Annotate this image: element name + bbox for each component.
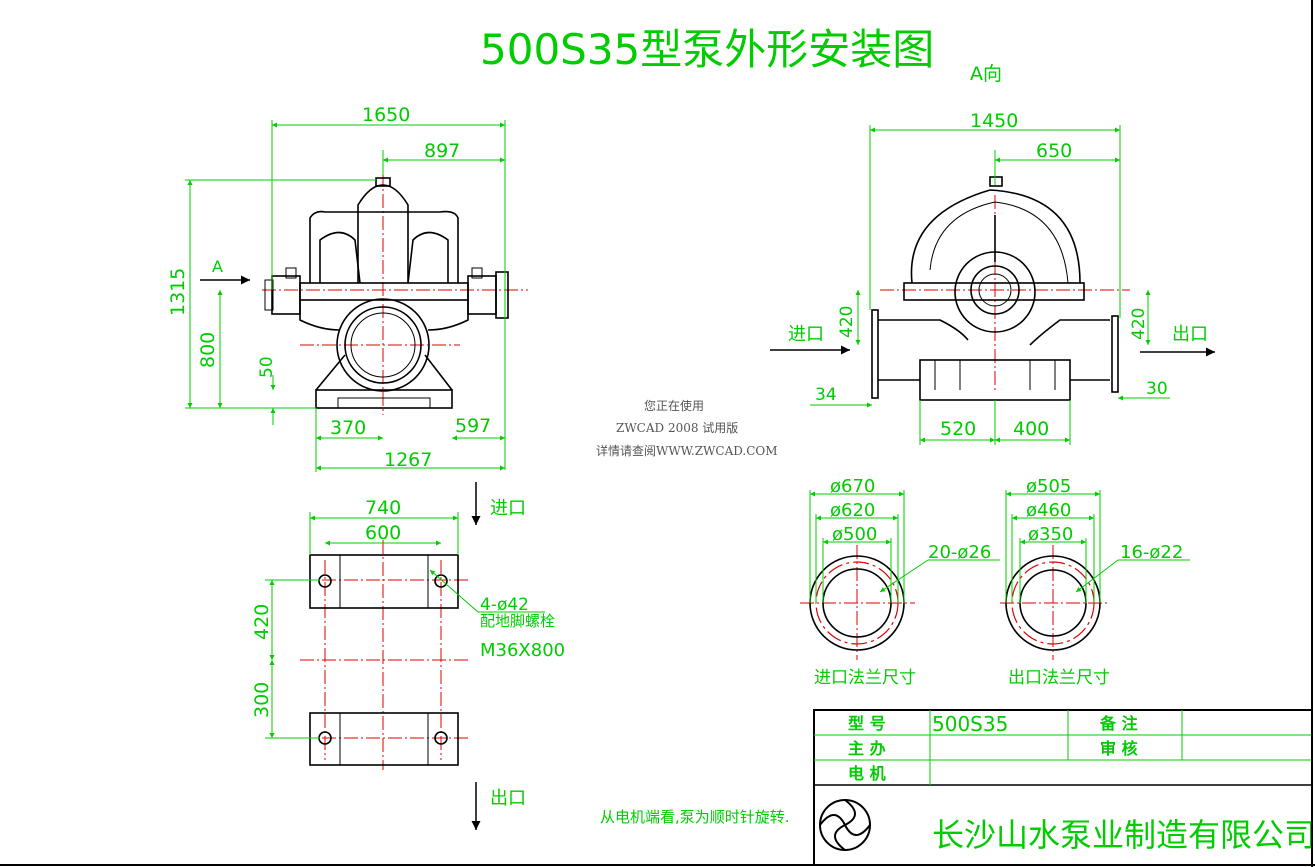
dim-420-foundation: 420 [251,604,273,640]
tb-company: 长沙山水泵业制造有限公司 [932,816,1315,854]
side-view-label: A向 [970,63,1002,85]
view-arrow-a: A [212,257,223,276]
foundation-outlet-label: 出口 [490,788,526,809]
tb-model-value: 500S35 [932,712,1008,736]
watermark: 您正在使用 ZWCAD 2008 试用版 详情请查阅WWW.ZWCAD.COM [596,398,778,458]
drawing-title: 500S35型泵外形安装图 [480,25,934,74]
watermark-line2: ZWCAD 2008 试用版 [616,420,738,435]
inlet-flange-caption: 进口法兰尺寸 [814,668,916,688]
side-inlet-label: 进口 [788,324,824,345]
bolt-note: 配地脚螺栓 [480,612,555,630]
foundation-inlet-label: 进口 [490,498,526,519]
dim-1267: 1267 [384,449,432,471]
dim-1650: 1650 [362,104,410,126]
watermark-line3: 详情请查阅WWW.ZWCAD.COM [596,443,778,458]
tb-remark-label: 备 注 [1099,714,1138,733]
inlet-flange: ø670 ø620 ø500 20-ø26 进口法兰尺寸 [800,476,1000,688]
side-view: A向 1450 650 420 420 [770,63,1215,445]
dim-1450: 1450 [970,110,1018,132]
dim-34: 34 [815,385,837,405]
dim-inlet-420: 420 [837,306,857,338]
side-outlet-label: 出口 [1172,324,1208,345]
outlet-flange-caption: 出口法兰尺寸 [1008,668,1110,688]
dim-1315: 1315 [167,268,189,316]
bolt-spec: M36X800 [480,640,565,661]
tb-host-label: 主 办 [848,739,886,758]
dim-897: 897 [424,140,460,162]
tb-motor-label: 电 机 [848,764,886,783]
foundation-plan: 740 600 420 300 4-ø42 配地脚螺栓 M36X800 进口 出… [251,482,565,830]
front-view: 1650 897 1315 800 50 370 597 1267 A [167,104,528,472]
outlet-holes: 16-ø22 [1120,542,1183,563]
dim-520: 520 [940,418,976,440]
outlet-d2: ø460 [1026,500,1071,521]
dim-outlet-420: 420 [1129,308,1149,340]
dim-300-foundation: 300 [251,682,273,718]
tb-review-label: 审 核 [1100,739,1138,758]
dim-400: 400 [1013,418,1049,440]
title-block: 型 号 500S35 备 注 主 办 审 核 电 机 长沙山水泵业制造有限公司 [813,709,1315,866]
dim-50: 50 [257,356,277,378]
dim-650: 650 [1036,140,1072,162]
inlet-d2: ø620 [830,500,875,521]
dim-597: 597 [455,415,491,437]
dim-740: 740 [365,497,401,519]
dim-30: 30 [1146,379,1168,399]
company-logo-icon [819,799,871,851]
outlet-d3: ø350 [1028,524,1073,545]
tb-model-label: 型 号 [848,714,886,733]
outlet-flange: ø505 ø460 ø350 16-ø22 出口法兰尺寸 [1000,476,1190,688]
rotation-note: 从电机端看,泵为顺时针旋转. [600,808,790,826]
watermark-line1: 您正在使用 [644,398,704,413]
dim-370: 370 [330,417,366,439]
dim-800: 800 [197,332,219,368]
inlet-d3: ø500 [832,524,877,545]
inlet-d1: ø670 [830,476,875,497]
inlet-holes: 20-ø26 [928,542,991,563]
dim-600: 600 [365,522,401,544]
hole-note: 4-ø42 [480,595,529,615]
outlet-d1: ø505 [1026,476,1071,497]
